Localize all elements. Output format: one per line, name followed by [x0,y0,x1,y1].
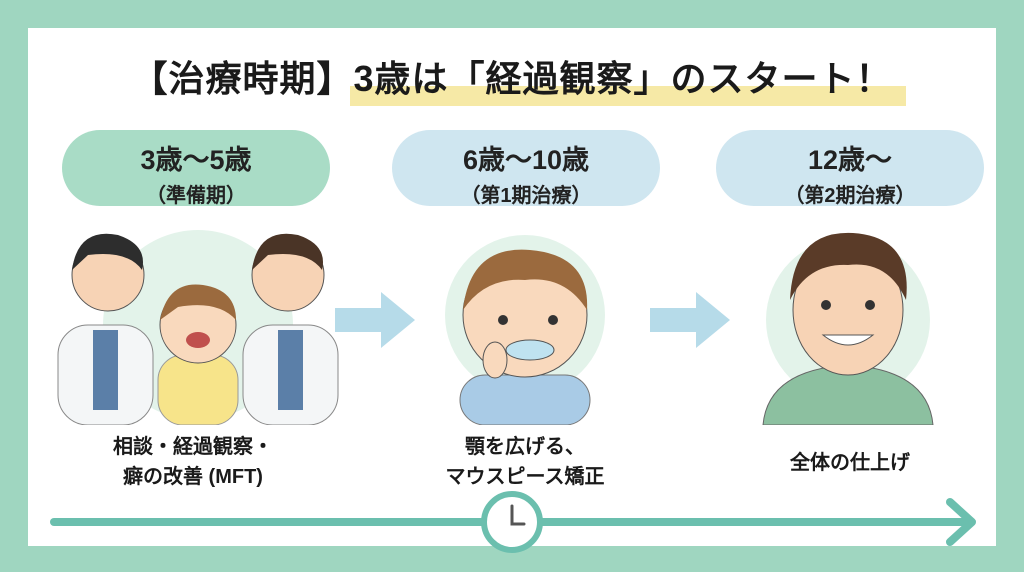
timeline-arrow [50,491,976,553]
stage-phase: （第2期治療） [784,185,916,207]
stage-caption: 相談・経過観察・癖の改善 (MFT) [43,432,343,492]
stage-caption: 全体の仕上げ [700,448,1000,478]
arrow-right-icon [335,292,415,348]
stage-pill-phase1: 6歳〜10歳 （第1期治療） [392,130,660,207]
title-prefix: 【治療時期】 [131,58,354,99]
stage-pill-preparation: 3歳〜5歳 （準備期） [62,130,330,207]
caption-line: 全体の仕上げ [790,452,910,474]
teen-braces-illustration [762,232,934,425]
title-main: 3歳は「経過観察」のスタート！ [353,58,893,99]
stage-pill-phase2: 12歳〜 （第2期治療） [716,130,984,207]
dentists-child-illustration [57,230,339,425]
caption-line: マウスピース矯正 [445,466,605,488]
child-mouthpiece-illustration [445,235,605,425]
stage-age: 12歳〜 [807,145,893,175]
stage-caption: 顎を広げる、マウスピース矯正 [375,432,675,492]
stage-age: 3歳〜5歳 [140,145,252,175]
stage-age: 6歳〜10歳 [462,145,590,175]
page-title: 【治療時期】3歳は「経過観察」のスタート！ [0,50,1024,102]
caption-line: 相談・経過観察・ [113,436,273,458]
clock-icon [481,491,543,553]
arrow-right-icon [650,292,730,348]
title-highlight [350,86,906,106]
caption-line: 癖の改善 (MFT) [123,466,263,488]
caption-line: 顎を広げる、 [465,436,585,458]
stage-phase: （第1期治療） [460,185,592,207]
stage-phase: （準備期） [146,185,246,207]
